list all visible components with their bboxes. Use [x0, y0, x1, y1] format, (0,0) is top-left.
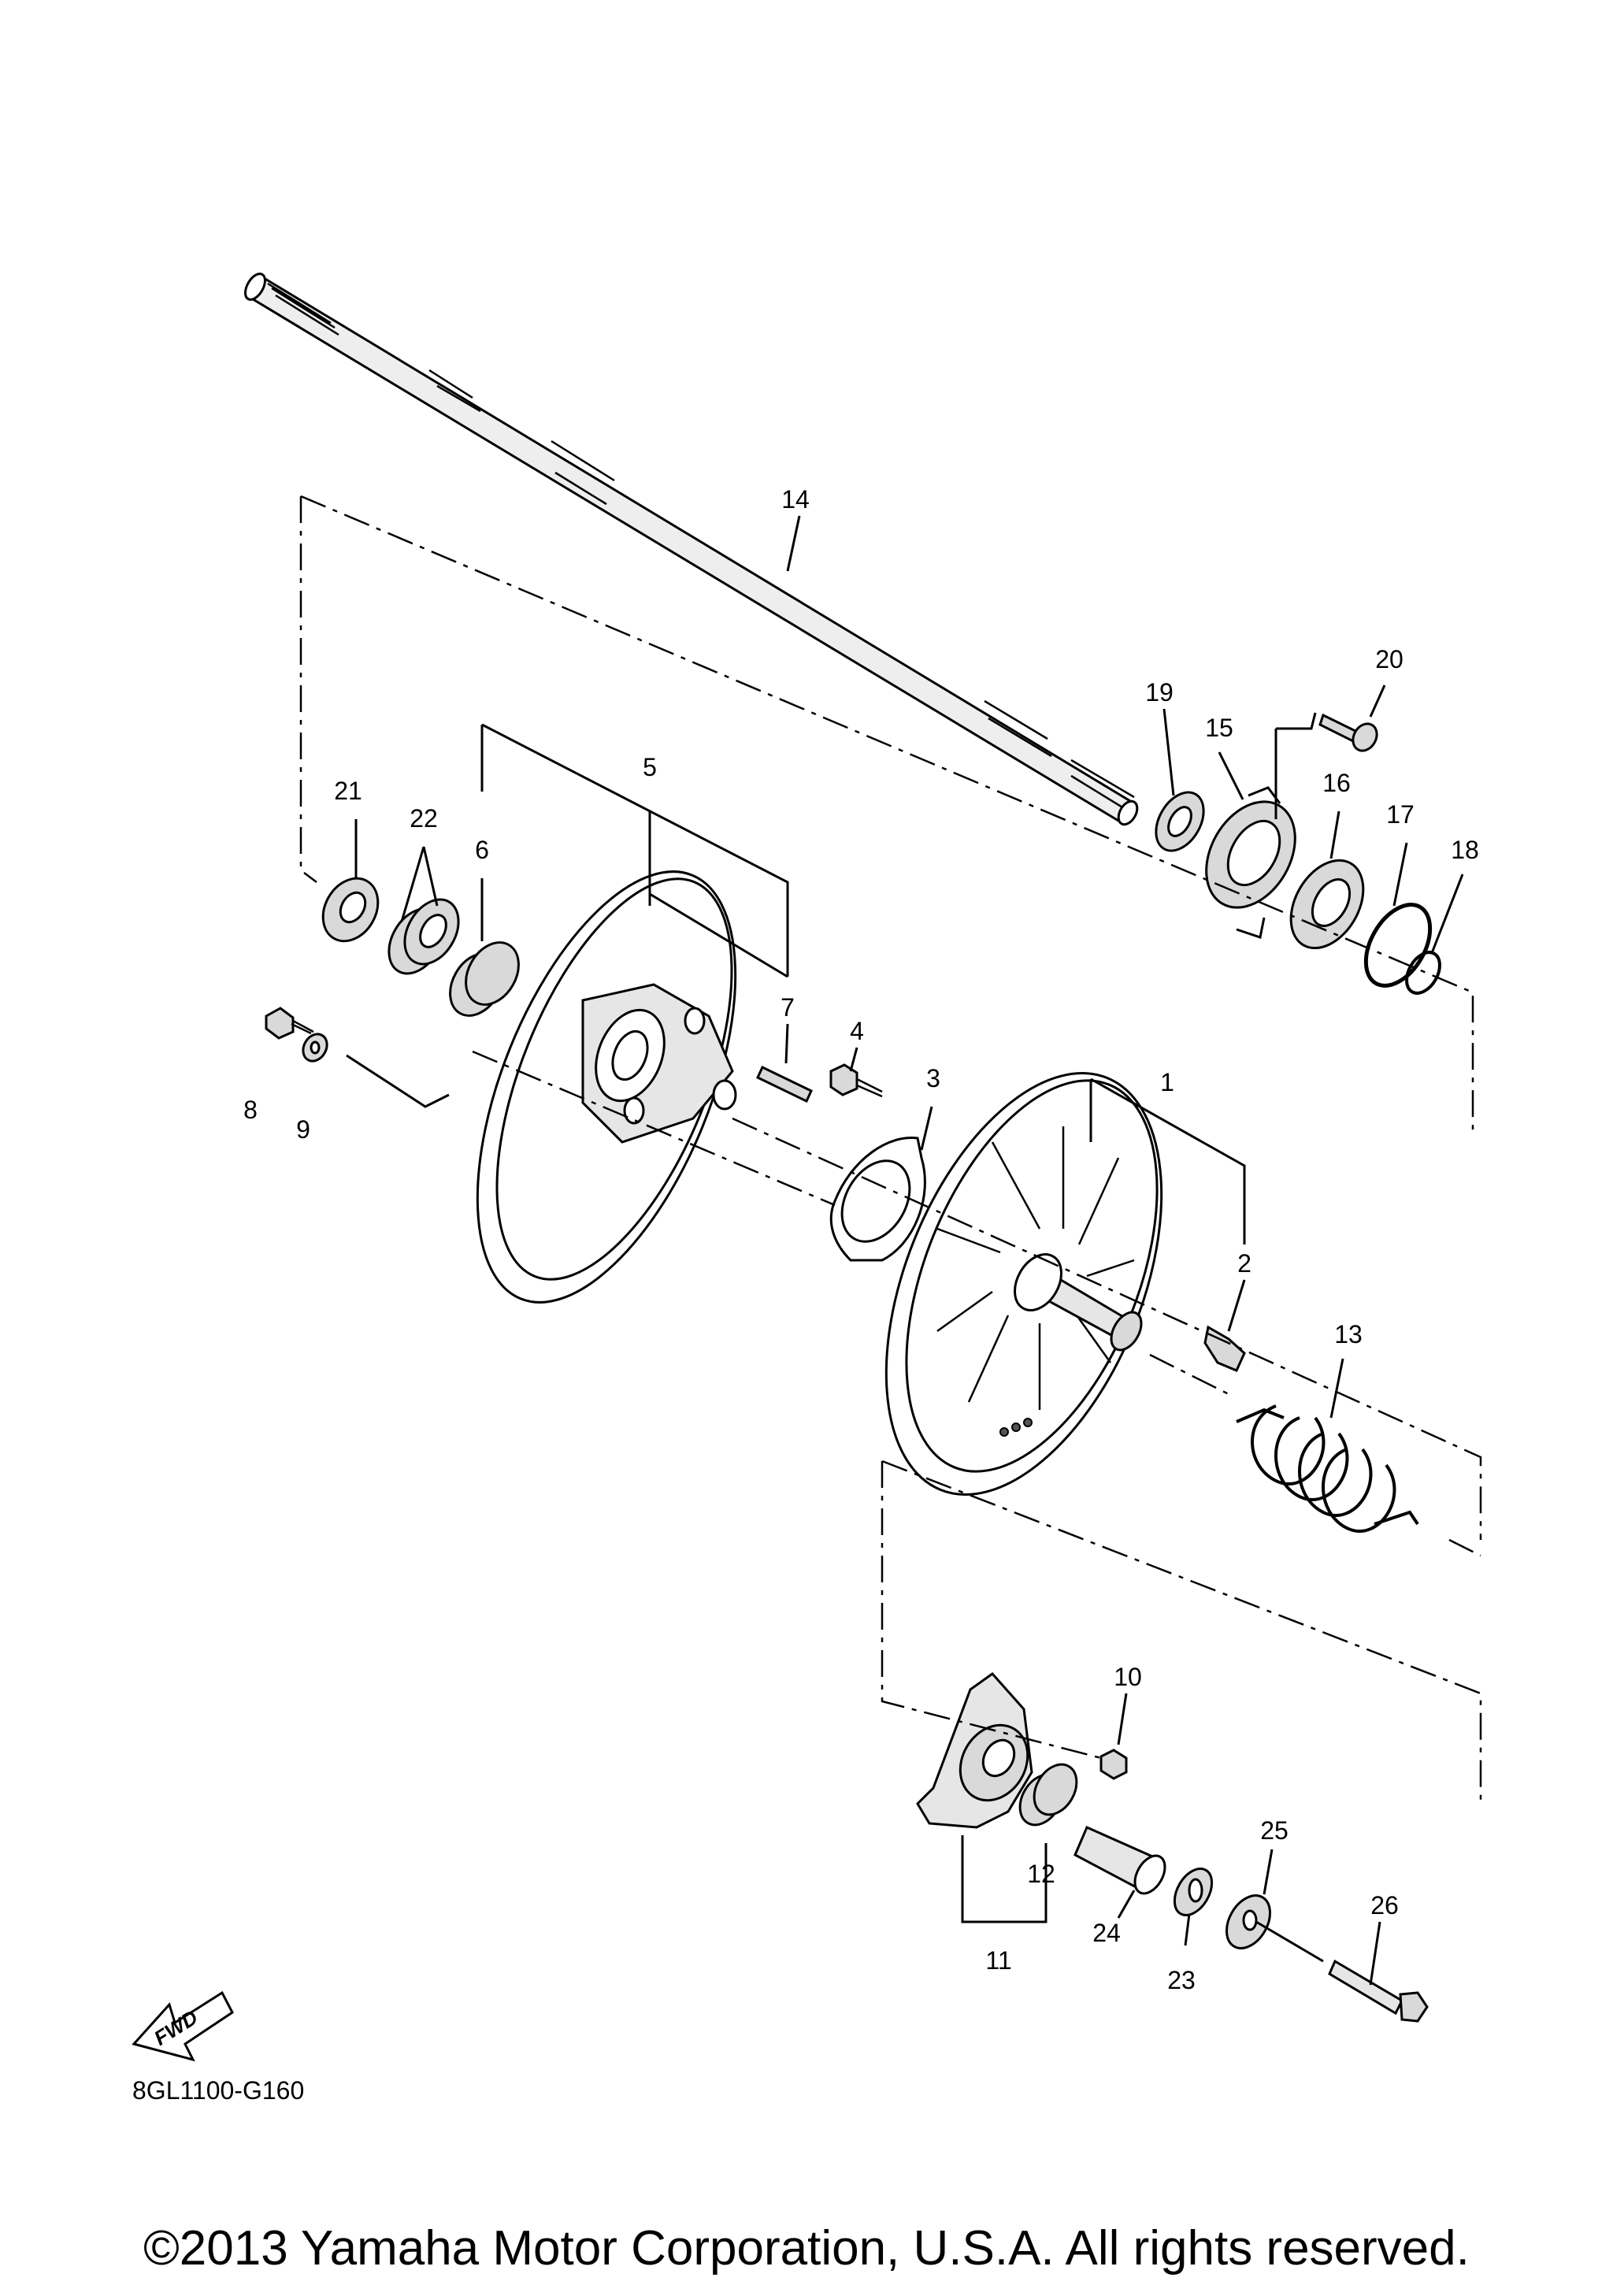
callout-12[interactable]: 12 — [1027, 1860, 1055, 1888]
callout-8[interactable]: 8 — [243, 1096, 258, 1124]
callout-19[interactable]: 19 — [1145, 678, 1174, 707]
callout-14[interactable]: 14 — [781, 485, 810, 514]
callout-15[interactable]: 15 — [1205, 714, 1233, 742]
callout-7[interactable]: 7 — [781, 993, 795, 1022]
callout-3[interactable]: 3 — [926, 1064, 940, 1092]
callout-24[interactable]: 24 — [1092, 1919, 1121, 1947]
drive-shaft-part-14[interactable] — [241, 270, 1140, 827]
bearing-housing-part-15[interactable] — [1188, 786, 1314, 939]
callout-2[interactable]: 2 — [1237, 1249, 1251, 1278]
washer-part-23[interactable] — [1167, 1862, 1220, 1921]
callout-16[interactable]: 16 — [1322, 769, 1351, 797]
spacer-part-22[interactable] — [378, 890, 469, 983]
callout-26[interactable]: 26 — [1370, 1891, 1399, 1920]
bushing-part-6[interactable] — [439, 933, 529, 1026]
nut-part-10[interactable] — [1099, 1749, 1128, 1780]
bolt-part-20[interactable] — [1318, 713, 1381, 755]
callout-20[interactable]: 20 — [1375, 645, 1403, 673]
cover-part-11[interactable] — [916, 1671, 1041, 1829]
bolt-part-8[interactable] — [265, 1007, 314, 1040]
callout-labels: 14 19 15 20 16 17 18 21 22 6 5 7 4 3 1 2… — [243, 485, 1479, 1994]
collar-part-24[interactable] — [1073, 1826, 1171, 1899]
alignment-lines — [299, 495, 1482, 1804]
callout-4[interactable]: 4 — [850, 1017, 864, 1045]
collar-part-19[interactable] — [1146, 784, 1213, 859]
callout-1[interactable]: 1 — [1160, 1068, 1174, 1096]
callout-21[interactable]: 21 — [334, 777, 362, 805]
stud-part-7[interactable] — [756, 1065, 813, 1103]
bushing-part-12[interactable] — [1011, 1757, 1085, 1833]
callout-13[interactable]: 13 — [1334, 1320, 1363, 1348]
movable-sheave-part-1[interactable] — [831, 1033, 1216, 1534]
bolt-part-4[interactable] — [829, 1063, 883, 1098]
diagram-code: 8GL1100-G160 — [132, 2076, 304, 2105]
callout-10[interactable]: 10 — [1114, 1663, 1142, 1691]
callout-6[interactable]: 6 — [475, 836, 489, 864]
washer-part-25[interactable] — [1218, 1888, 1279, 1956]
callout-18[interactable]: 18 — [1451, 836, 1479, 864]
fixed-sheave-part-5[interactable] — [425, 836, 788, 1338]
callout-5[interactable]: 5 — [643, 753, 657, 781]
circlip-part-18[interactable] — [1400, 947, 1446, 999]
spring-part-13[interactable] — [1236, 1404, 1419, 1533]
washer-part-9[interactable] — [298, 1029, 332, 1065]
callout-22[interactable]: 22 — [410, 804, 438, 833]
callout-17[interactable]: 17 — [1386, 800, 1415, 829]
callout-9[interactable]: 9 — [296, 1115, 310, 1144]
slider-button-part-2[interactable] — [1203, 1325, 1246, 1372]
washer-part-21[interactable] — [312, 869, 388, 951]
callout-25[interactable]: 25 — [1260, 1816, 1289, 1845]
callout-11[interactable]: 11 — [985, 1946, 1011, 1975]
copyright-notice: ©2013 Yamaha Motor Corporation, U.S.A. A… — [143, 2221, 1470, 2276]
assembly-lines — [346, 515, 1464, 1986]
callout-23[interactable]: 23 — [1167, 1966, 1196, 1994]
fwd-arrow-icon: FWD — [132, 1990, 234, 2062]
circlip-part-17[interactable] — [1353, 894, 1444, 997]
bolt-part-26[interactable] — [1328, 1959, 1429, 2023]
bearing-part-16[interactable] — [1276, 848, 1378, 961]
